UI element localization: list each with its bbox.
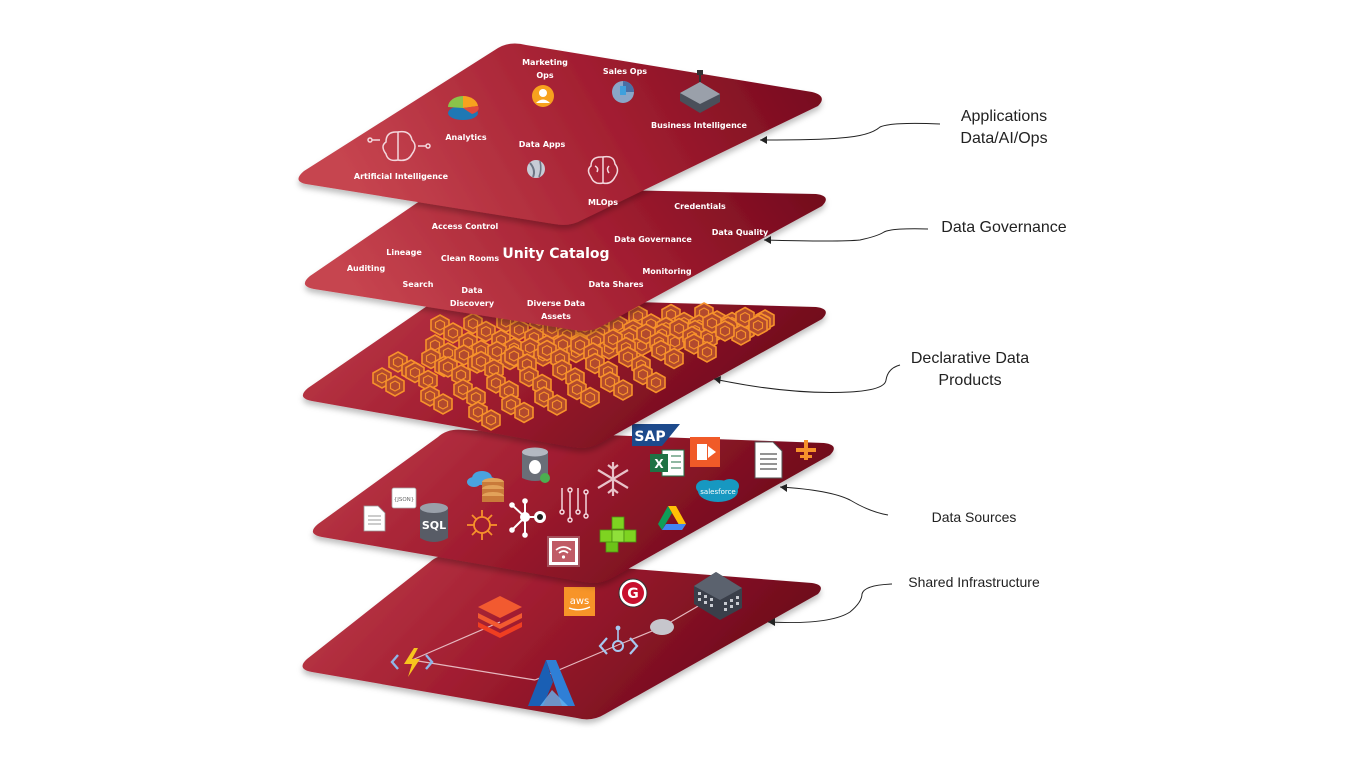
callouts: Applications Data/AI/Ops Data Governance… — [713, 108, 1067, 626]
aws-label: aws — [570, 596, 590, 607]
cubes-icon — [599, 516, 637, 553]
excel-icon: X — [650, 449, 685, 477]
lineage-label: Lineage — [386, 248, 422, 257]
data-quality-label: Data Quality — [712, 228, 769, 237]
callout-applications-2: Data/AI/Ops — [960, 130, 1047, 147]
data-product-hexagon-icon — [547, 394, 567, 416]
mlops-label: MLOps — [588, 198, 618, 207]
building-icon — [694, 572, 742, 620]
wifi-icon — [547, 536, 580, 567]
salesforce-label: salesforce — [700, 488, 735, 496]
callout-line-products — [713, 364, 901, 393]
diverse-assets-label-2: Assets — [541, 312, 571, 321]
callout-line-governance — [763, 228, 929, 242]
marketing-icon — [532, 85, 554, 107]
data-product-hexagon-icon — [433, 393, 453, 415]
data-apps-globe-icon — [527, 160, 545, 178]
marketing-ops-label-1: Marketing — [522, 58, 568, 67]
kafka-connector-icon — [467, 510, 497, 540]
layer-data-governance: Unity Catalog Access Control Credentials… — [304, 186, 826, 331]
data-apps-label: Data Apps — [519, 140, 566, 149]
callout-governance: Data Governance — [941, 219, 1067, 236]
google-cloud-icon: G — [618, 578, 648, 608]
kafka-icon — [509, 498, 546, 538]
database-stack-icon — [482, 478, 504, 502]
layer-4-plate — [312, 429, 834, 583]
clean-rooms-label: Clean Rooms — [441, 254, 499, 263]
callout-products-2: Products — [938, 372, 1001, 389]
layer-data-sources: {JSON} SQL — [312, 424, 834, 583]
azure-functions-icon — [390, 648, 434, 677]
layer-5-plate — [302, 554, 821, 720]
data-product-hexagon-icon — [514, 401, 534, 424]
business-intelligence-label: Business Intelligence — [651, 121, 747, 130]
json-file-icon: {JSON} — [391, 487, 417, 509]
sql-label: SQL — [422, 519, 446, 532]
data-product-hexagon-icon — [748, 314, 768, 337]
mlops-brain-icon — [587, 155, 619, 185]
callout-line-sources — [779, 486, 889, 516]
sap-logo-icon: SAP — [632, 424, 680, 446]
data-governance-label: Data Governance — [614, 235, 692, 244]
document-icon — [363, 505, 386, 532]
callout-applications-1: Applications — [961, 108, 1047, 125]
data-product-hexagon-icon — [646, 371, 666, 394]
layer-applications: Marketing Ops Sales Ops Analytics Data A… — [298, 43, 822, 225]
access-control-label: Access Control — [432, 222, 499, 231]
layer-shared-infrastructure: aws G — [302, 554, 821, 720]
search-label: Search — [403, 280, 434, 289]
postgres-icon — [522, 447, 550, 483]
pipeline-icon — [796, 440, 816, 460]
layer-data-products — [302, 296, 826, 448]
data-product-hexagon-icon — [715, 320, 735, 342]
azure-logo-icon — [528, 660, 575, 706]
callout-products-1: Declarative Data — [911, 350, 1029, 367]
snowflake-icon — [597, 462, 629, 496]
aws-icon: aws — [564, 587, 595, 616]
marketing-ops-label-2: Ops — [536, 71, 554, 80]
diverse-assets-label-1: Diverse Data — [527, 299, 585, 308]
salesforce-icon: salesforce — [696, 479, 739, 502]
network-node-icon — [650, 619, 674, 635]
credentials-label: Credentials — [674, 202, 726, 211]
data-product-hexagon-icon — [580, 386, 600, 409]
callout-sources: Data Sources — [932, 509, 1017, 525]
circuit-icon — [559, 487, 589, 523]
analytics-label: Analytics — [445, 133, 487, 142]
google-drive-icon — [658, 506, 686, 530]
sales-ops-label: Sales Ops — [603, 67, 647, 76]
sql-database-icon: SQL — [420, 503, 448, 542]
api-icon — [598, 625, 639, 655]
data-product-hexagon-icon — [481, 409, 501, 431]
data-discovery-label-1: Data — [461, 286, 482, 295]
callout-line-infrastructure — [767, 583, 893, 624]
layer-2-plate — [304, 186, 826, 331]
office-icon — [690, 437, 720, 467]
data-product-hexagon-icon — [664, 347, 684, 370]
callout-infrastructure: Shared Infrastructure — [908, 574, 1040, 590]
artificial-intelligence-label: Artificial Intelligence — [354, 172, 449, 181]
analytics-pie-icon — [448, 95, 479, 120]
auditing-label: Auditing — [347, 264, 386, 273]
svg-text:X: X — [654, 457, 664, 471]
unity-catalog-title: Unity Catalog — [502, 246, 609, 262]
ai-brain-icon — [367, 130, 431, 162]
data-discovery-label-2: Discovery — [450, 299, 495, 308]
report-file-icon — [754, 441, 783, 479]
data-shares-label: Data Shares — [588, 280, 643, 289]
sap-label: SAP — [634, 429, 665, 445]
data-product-hexagon-icon — [697, 341, 717, 363]
json-label: {JSON} — [394, 497, 415, 503]
callout-line-applications — [759, 122, 941, 141]
google-label: G — [627, 586, 639, 602]
data-product-hexagon-icon — [613, 379, 633, 401]
data-product-hexagon-icon — [385, 375, 405, 397]
databricks-icon — [478, 596, 522, 638]
monitoring-label: Monitoring — [642, 267, 692, 276]
sales-pie-icon — [612, 81, 634, 103]
business-intelligence-icon — [680, 70, 720, 113]
